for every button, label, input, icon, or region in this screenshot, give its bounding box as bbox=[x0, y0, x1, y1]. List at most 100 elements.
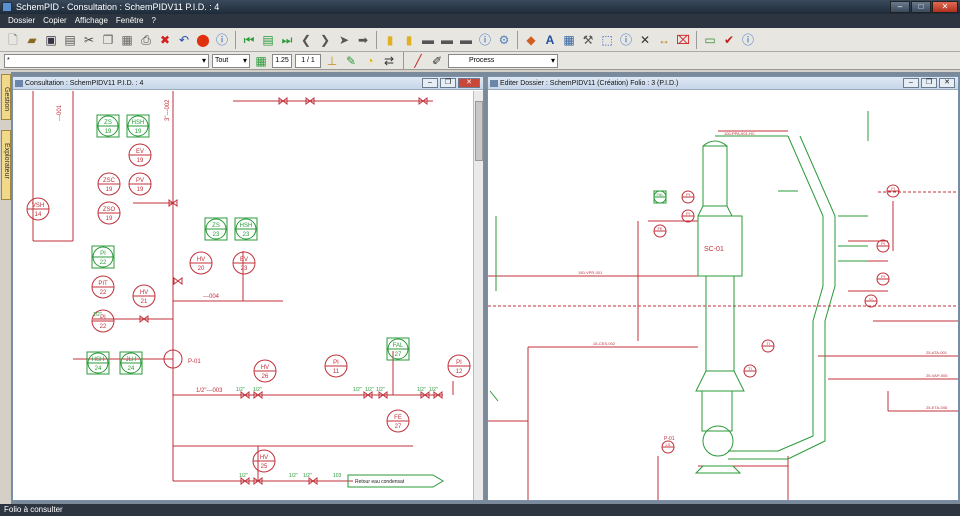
valve-symbol[interactable] bbox=[278, 97, 288, 105]
maximize-button[interactable]: □ bbox=[911, 1, 931, 13]
menu-help[interactable]: ? bbox=[151, 16, 156, 25]
valve-symbol[interactable] bbox=[308, 477, 318, 485]
instrument-bubble[interactable]: TI bbox=[743, 364, 757, 378]
pid-diagram-right[interactable]: SC-01 P-01 100-PPA-001-HC150-VPR-00115-C… bbox=[488, 91, 958, 500]
menu-fenetre[interactable]: Fenêtre bbox=[115, 16, 144, 25]
valve-symbol[interactable] bbox=[378, 391, 388, 399]
symbols-icon[interactable]: ◆ bbox=[526, 32, 536, 47]
block-icon[interactable]: ▬ bbox=[441, 32, 453, 47]
valve-symbol[interactable] bbox=[240, 477, 250, 485]
valve-symbol[interactable] bbox=[173, 277, 183, 285]
grid-icon[interactable]: ▦ bbox=[255, 53, 267, 68]
line-edit-icon[interactable]: ✐ bbox=[431, 53, 443, 68]
menu-dossier[interactable]: Dossier bbox=[8, 16, 36, 25]
paste-icon[interactable]: ▦ bbox=[121, 32, 133, 47]
menu-affichage[interactable]: Affichage bbox=[74, 16, 108, 25]
settings-icon[interactable]: ⚙ bbox=[498, 32, 510, 47]
page-field[interactable]: 1 / 1 bbox=[295, 53, 321, 68]
valve-symbol[interactable] bbox=[420, 391, 430, 399]
valve-symbol[interactable] bbox=[240, 391, 250, 399]
undo-icon[interactable]: ↶ bbox=[178, 32, 190, 47]
instrument-bubble[interactable]: LS bbox=[661, 440, 675, 454]
mirror-icon[interactable]: ⇄ bbox=[383, 53, 395, 68]
line-draw-icon[interactable]: ╱ bbox=[414, 53, 422, 68]
image-icon[interactable]: ▭ bbox=[704, 32, 716, 47]
valve-symbol[interactable] bbox=[139, 315, 149, 323]
page-list-icon[interactable]: ▤ bbox=[262, 32, 274, 47]
valve-symbol[interactable] bbox=[363, 391, 373, 399]
tab-gestion[interactable]: Gestion bbox=[1, 74, 11, 120]
instrument-bubble[interactable]: PI bbox=[681, 190, 695, 204]
valve-symbol[interactable] bbox=[168, 199, 178, 207]
previous-icon[interactable]: ❮ bbox=[300, 32, 312, 47]
instrument-bubble[interactable]: PI bbox=[876, 272, 890, 286]
valve-symbol[interactable] bbox=[253, 391, 263, 399]
layer-select[interactable]: * bbox=[4, 53, 209, 68]
minimize-button[interactable]: – bbox=[903, 78, 919, 88]
instrument-bubble[interactable]: PI bbox=[886, 184, 900, 198]
new-folio-icon[interactable]: ▮ bbox=[386, 32, 394, 47]
stop-icon[interactable]: ⬤ bbox=[196, 32, 210, 47]
close-button[interactable]: ✕ bbox=[932, 1, 958, 13]
restore-button[interactable]: ❐ bbox=[440, 78, 456, 88]
print-preview-icon[interactable]: ▤ bbox=[64, 32, 76, 47]
first-page-icon[interactable]: ⏮ bbox=[243, 32, 255, 47]
close-button[interactable]: ✕ bbox=[458, 78, 480, 88]
select-area-icon[interactable]: ⬚ bbox=[601, 32, 613, 47]
minimize-button[interactable]: – bbox=[422, 78, 438, 88]
save-icon[interactable]: ▣ bbox=[45, 32, 57, 47]
minimize-button[interactable]: – bbox=[890, 1, 910, 13]
scale-field[interactable]: 1.25 bbox=[272, 53, 292, 68]
next-icon[interactable]: ❯ bbox=[319, 32, 331, 47]
valve-symbol[interactable] bbox=[418, 97, 428, 105]
consultation-window-titlebar[interactable]: Consultation : SchemPIDV11 P.I.D. : 4 – … bbox=[13, 77, 483, 90]
align-icon[interactable]: ⊥ bbox=[326, 53, 338, 68]
info-icon[interactable]: ⓘ bbox=[619, 32, 632, 47]
text-tool-icon[interactable]: A bbox=[545, 32, 555, 47]
instrument-bubble[interactable]: LI bbox=[864, 294, 878, 308]
group-icon[interactable]: ▬ bbox=[460, 32, 472, 47]
valve-symbol[interactable] bbox=[253, 477, 263, 485]
valve-symbol[interactable] bbox=[433, 391, 443, 399]
print-icon[interactable]: ⎙ bbox=[141, 32, 151, 47]
instrument-bubble[interactable]: FAL bbox=[653, 190, 667, 204]
cut-icon[interactable]: ✂ bbox=[83, 32, 95, 47]
help-icon[interactable]: ⓘ bbox=[215, 32, 228, 47]
erase-icon[interactable]: ⌧ bbox=[676, 32, 690, 47]
pump-symbol[interactable] bbox=[163, 349, 183, 369]
line-measure-icon[interactable]: ↔ bbox=[658, 32, 670, 47]
add-folio-icon[interactable]: ▮ bbox=[405, 32, 413, 47]
goto-icon[interactable]: ➡ bbox=[357, 32, 369, 47]
editor-window-titlebar[interactable]: Editer Dossier : SchemPIDV11 (Création) … bbox=[488, 77, 958, 90]
forward-icon[interactable]: ➤ bbox=[338, 32, 350, 47]
last-page-icon[interactable]: ⏭ bbox=[281, 32, 293, 47]
tools-icon[interactable]: ⚒ bbox=[582, 32, 594, 47]
new-document-icon[interactable]: 🗋 bbox=[8, 32, 18, 47]
properties-icon[interactable]: ⓘ bbox=[478, 32, 491, 47]
instrument-bubble[interactable]: PI bbox=[876, 239, 890, 253]
bulb-icon[interactable]: ◔ bbox=[366, 53, 374, 68]
line-style-select[interactable]: Process bbox=[448, 53, 558, 68]
instrument-bubble[interactable]: FE bbox=[653, 224, 667, 238]
instrument-bubble[interactable]: PI bbox=[681, 209, 695, 223]
